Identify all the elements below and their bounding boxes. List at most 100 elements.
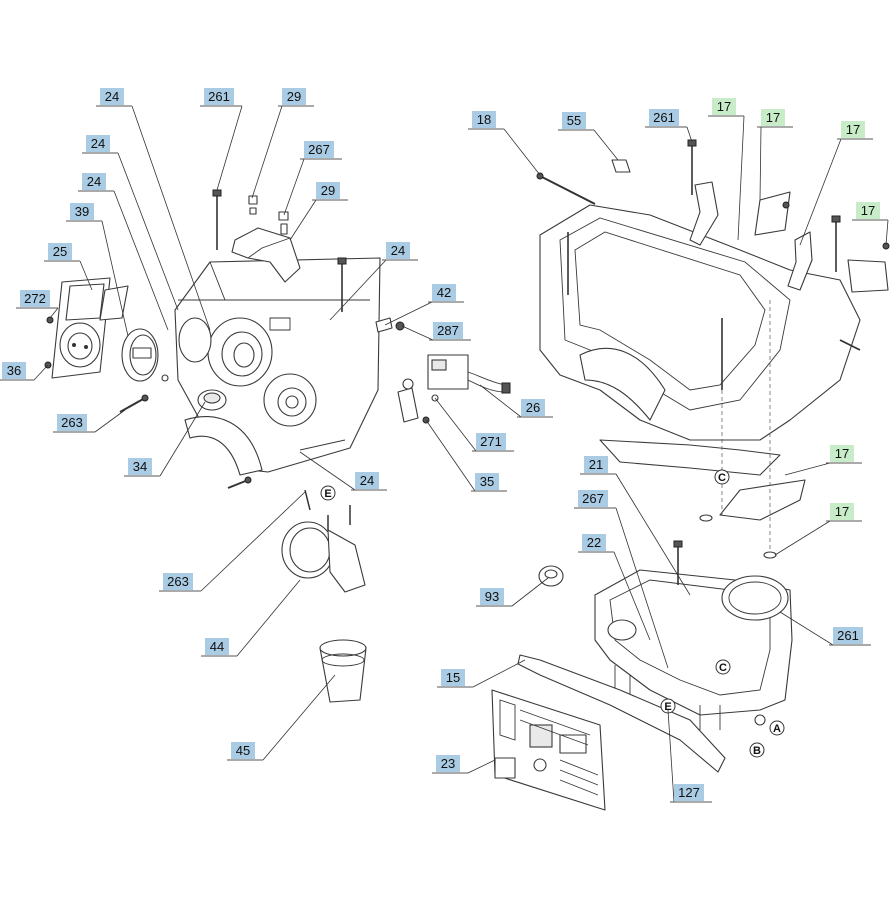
seal-strip [517, 654, 726, 773]
callout-label-box [521, 399, 545, 416]
callout-leader-line [615, 507, 669, 669]
ref-mark-a-text: A [773, 723, 781, 735]
callout-label-box [231, 742, 255, 759]
ref-mark-c-upper-text: C [718, 472, 726, 484]
ref-mark-e-lower-text: E [664, 701, 671, 713]
callout-label-box [86, 135, 110, 152]
callout-part-number: 44 [210, 639, 224, 654]
callout-label-box [304, 141, 334, 158]
callout-label-box [205, 638, 229, 655]
callout-label-box [441, 669, 465, 686]
ref-mark-e-upper-text: E [324, 488, 331, 500]
ref-mark-b [749, 742, 765, 758]
callout-part-number: 261 [208, 89, 230, 104]
callout-label-box [712, 98, 736, 115]
callout-part-number: 29 [321, 183, 335, 198]
callout-leader-line [101, 220, 129, 337]
callout-leader-line [289, 199, 317, 241]
callout-part-number: 24 [105, 89, 119, 104]
callout-part-number: 29 [287, 89, 301, 104]
base-tray [594, 540, 793, 730]
callout-leader-line [117, 152, 179, 311]
callout-leader-line [686, 126, 693, 143]
callout-label-box [163, 573, 193, 590]
callout-part-number: 127 [678, 785, 700, 800]
callout-part-number: 17 [846, 122, 860, 137]
fitting-34 [197, 389, 227, 411]
callout-leader-line [779, 611, 834, 646]
callout-leader-line [885, 219, 889, 246]
reference-marks: C E C E A B [320, 469, 785, 758]
callout-leader-line [467, 759, 496, 774]
callout-leader-line [283, 158, 305, 216]
callout-part-number: 42 [437, 285, 451, 300]
callout-label-box [432, 284, 456, 301]
callout-leader-line [613, 551, 651, 641]
callout-label-box [856, 202, 880, 219]
callout-part-number: 267 [582, 491, 604, 506]
callout-part-number: 26 [526, 400, 540, 415]
callout-part-number: 261 [837, 628, 859, 643]
callout-leader-line [159, 401, 206, 477]
ref-mark-a [769, 720, 785, 736]
callout-leader-line [425, 419, 476, 492]
callout-label-box [316, 182, 340, 199]
callout-leader-line [667, 709, 675, 803]
callout-part-number: 34 [133, 459, 147, 474]
callout-label-box [674, 784, 704, 801]
callout-label-box [649, 109, 679, 126]
callout-leader-line [33, 364, 49, 381]
callout-leader-line [236, 579, 301, 657]
callout-part-number: 17 [861, 203, 875, 218]
callout-label-box [830, 445, 854, 462]
ref-mark-b-text: B [753, 745, 761, 757]
screw-263-left [119, 394, 252, 489]
callout-leader-line [216, 105, 243, 191]
callout-leader-line [299, 451, 356, 491]
callout-part-number: 18 [477, 112, 491, 127]
callout-leader-line [511, 577, 549, 607]
callout-part-number: 22 [587, 535, 601, 550]
callout-leader-line [784, 462, 831, 476]
callout-leader-line [401, 325, 434, 341]
long-screw-18 [536, 172, 596, 205]
switch-assembly [375, 317, 511, 424]
callout-leader-line [593, 129, 619, 161]
callout-label-box [582, 534, 606, 551]
callout-leader-line [94, 409, 126, 433]
callout-label-box [833, 627, 863, 644]
callout-part-number: 272 [24, 291, 46, 306]
callout-leader-line [503, 128, 541, 176]
callout-label-box [476, 433, 506, 450]
callout-part-number: 263 [167, 574, 189, 589]
callout-part-number: 24 [391, 243, 405, 258]
ref-mark-c-lower-text: C [719, 662, 727, 674]
callout-part-number: 24 [360, 473, 374, 488]
callout-leader-line [479, 384, 522, 418]
callout-part-number: 23 [441, 756, 455, 771]
callout-part-number: 17 [717, 99, 731, 114]
callout-label-box [480, 588, 504, 605]
callout-part-number: 39 [75, 204, 89, 219]
ring-93 [538, 565, 564, 587]
callout-label-box [20, 290, 50, 307]
callout-label-box [472, 111, 496, 128]
callout-label-box [70, 203, 94, 220]
callout-leader-line [737, 115, 745, 241]
control-knob [121, 328, 169, 382]
callout-part-number: 287 [437, 323, 459, 338]
callout-leader-line [49, 307, 59, 319]
ref-mark-e-upper [320, 485, 336, 501]
power-socket-assembly [44, 277, 129, 379]
callout-label-box [830, 503, 854, 520]
shell-screws [567, 139, 890, 559]
callout-label-box [48, 243, 72, 260]
callout-label-box [761, 109, 785, 126]
filter-cup-45 [319, 639, 367, 703]
callout-part-number: 267 [308, 142, 330, 157]
callout-leader-line [200, 491, 306, 592]
callout-leader-line [799, 138, 842, 246]
callout-part-number: 36 [7, 363, 21, 378]
